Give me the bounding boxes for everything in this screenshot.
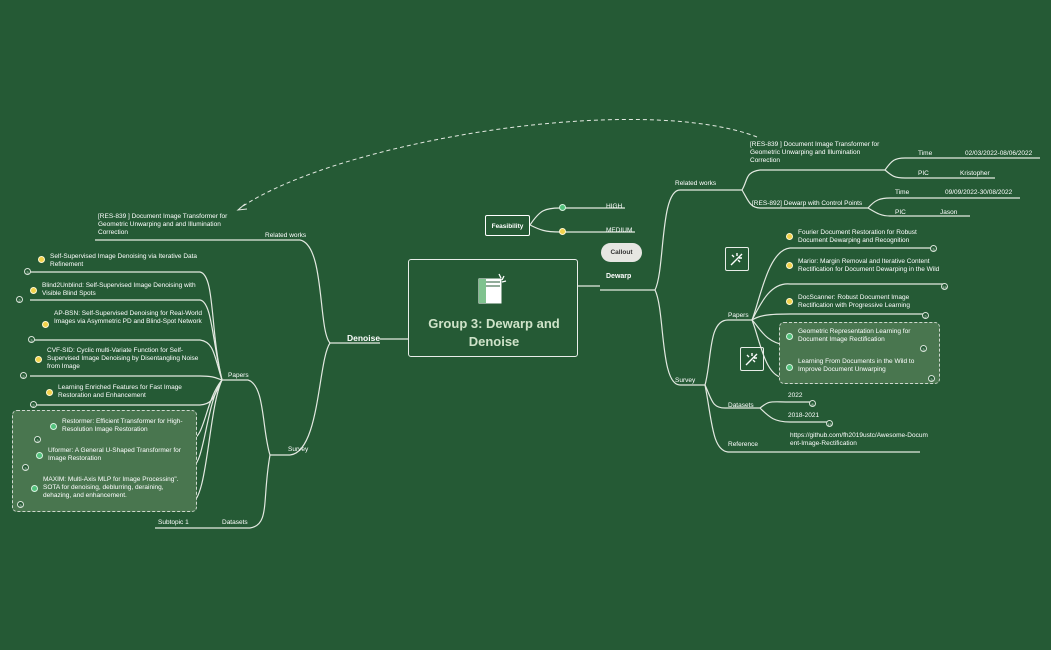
central-topic[interactable]: Group 3: Dewarp and Denoise xyxy=(408,259,578,357)
dewarp-related-item-2[interactable]: [RES-892] Dewarp with Control Points xyxy=(752,200,863,207)
count-badge: 15 xyxy=(941,283,948,290)
pic-value[interactable]: Jason xyxy=(940,209,958,216)
dewarp-related-works-label[interactable]: Related works xyxy=(675,180,717,187)
count-badge: 15 xyxy=(826,420,833,427)
dewarp-datasets-label[interactable]: Datasets xyxy=(728,402,754,409)
count-badge: 3 xyxy=(17,501,24,508)
priority-medium-icon xyxy=(786,262,793,269)
pic-label: PIC xyxy=(895,209,906,216)
priority-high-icon xyxy=(559,204,566,211)
feasibility-topic[interactable]: Feasibility xyxy=(485,215,530,236)
dewarp-papers-label[interactable]: Papers xyxy=(728,312,749,319)
count-badge: 3 xyxy=(24,268,31,275)
dewarp-topic[interactable]: Dewarp xyxy=(606,273,632,280)
denoise-papers-label[interactable]: Papers xyxy=(228,372,249,379)
count-badge: 3 xyxy=(34,436,41,443)
count-badge: 8 xyxy=(809,400,816,407)
priority-medium-icon xyxy=(559,228,566,235)
time-label: Time xyxy=(895,189,910,196)
denoise-subtopic-1[interactable]: Subtopic 1 xyxy=(158,519,189,526)
denoise-related-item[interactable]: [RES-839 ] Document Image Transformer fo… xyxy=(98,213,228,237)
count-badge: 2 xyxy=(30,401,37,408)
sparkle-sticker-icon xyxy=(725,247,749,271)
sparkle-sticker-icon xyxy=(740,347,764,371)
feasibility-medium[interactable]: MEDIUM xyxy=(606,227,633,234)
denoise-related-works-label[interactable]: Related works xyxy=(265,232,307,239)
callout-bubble[interactable]: Callout xyxy=(601,243,642,262)
time-label: Time xyxy=(918,150,933,157)
pic-value[interactable]: Kristopher xyxy=(960,170,990,177)
priority-medium-icon xyxy=(35,356,42,363)
count-badge: 2 xyxy=(20,372,27,379)
count-badge: 3 xyxy=(28,336,35,343)
count-badge: 3 xyxy=(920,345,927,352)
priority-medium-icon xyxy=(42,321,49,328)
denoise-topic[interactable]: Denoise xyxy=(347,333,381,343)
denoise-datasets-label[interactable]: Datasets xyxy=(222,519,248,526)
pic-label: PIC xyxy=(918,170,929,177)
time-value[interactable]: 09/09/2022-30/08/2022 xyxy=(945,189,1013,196)
priority-high-icon xyxy=(31,485,38,492)
denoise-boundary-box[interactable] xyxy=(12,410,197,512)
priority-high-icon xyxy=(786,333,793,340)
dewarp-related-item-1[interactable]: [RES-839 ] Document Image Transformer fo… xyxy=(750,141,880,165)
priority-medium-icon xyxy=(786,298,793,305)
denoise-survey-label[interactable]: Survey xyxy=(288,446,309,453)
feasibility-high[interactable]: HIGH xyxy=(606,203,623,210)
dataset-year[interactable]: 2022 xyxy=(788,392,803,399)
central-title: Group 3: Dewarp and Denoise xyxy=(428,316,560,349)
reference-link[interactable]: https://github.com/fh2019ustc/Awesome-Do… xyxy=(790,432,928,448)
priority-medium-icon xyxy=(38,256,45,263)
dewarp-survey-label[interactable]: Survey xyxy=(675,377,696,384)
count-badge: 3 xyxy=(928,375,935,382)
priority-high-icon xyxy=(36,452,43,459)
count-badge: 3 xyxy=(930,245,937,252)
count-badge: 3 xyxy=(22,464,29,471)
priority-high-icon xyxy=(786,364,793,371)
priority-medium-icon xyxy=(30,287,37,294)
dewarp-reference-label[interactable]: Reference xyxy=(728,441,758,448)
time-value[interactable]: 02/03/2022-08/06/2022 xyxy=(965,150,1033,157)
priority-medium-icon xyxy=(786,233,793,240)
dataset-year[interactable]: 2018-2021 xyxy=(788,412,820,419)
priority-high-icon xyxy=(50,423,57,430)
count-badge: 2 xyxy=(16,296,23,303)
priority-medium-icon xyxy=(46,389,53,396)
count-badge: 2 xyxy=(922,312,929,319)
dewarp-boundary-box[interactable] xyxy=(779,322,940,384)
book-icon xyxy=(478,273,507,304)
